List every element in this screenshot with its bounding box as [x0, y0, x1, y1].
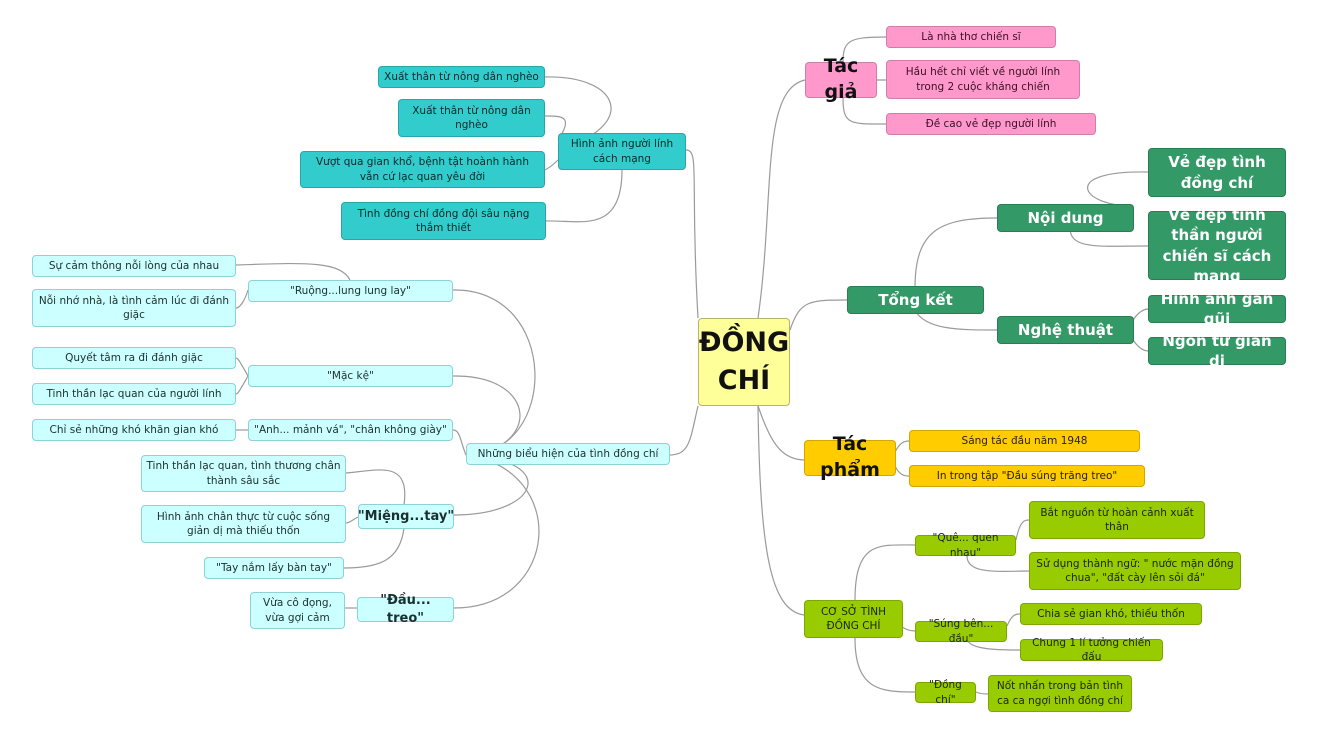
- branch-tac-pham[interactable]: Tác phẩm: [804, 433, 896, 481]
- bieu-hien-anh[interactable]: "Anh... mảnh vá", "chân không giày": [248, 419, 453, 441]
- branch-co-so[interactable]: CƠ SỞ TÌNH ĐỒNG CHÍ: [804, 600, 903, 638]
- branch-tac-gia[interactable]: Tác giả: [805, 55, 877, 103]
- co-so-sung[interactable]: "Súng bên... đầu": [915, 618, 1007, 645]
- tong-ket-noi-dung[interactable]: Nội dung: [997, 204, 1134, 232]
- branch-tong-ket[interactable]: Tổng kết: [847, 286, 984, 314]
- branch-hinh-anh[interactable]: Hình ảnh người lính cách mạng: [558, 133, 686, 170]
- tac-pham-item-1[interactable]: Sáng tác đầu năm 1948: [909, 430, 1140, 452]
- branch-bieu-hien[interactable]: Những biểu hiện của tình đồng chí: [466, 443, 670, 465]
- bieu-hien-dau[interactable]: "Đầu... treo": [357, 593, 454, 626]
- mac-ke-item-2[interactable]: Tinh thần lạc quan của người lính: [32, 383, 236, 405]
- hinh-anh-item-3[interactable]: Vượt qua gian khổ, bệnh tật hoành hành v…: [300, 151, 545, 188]
- tac-gia-item-1[interactable]: Là nhà thơ chiến sĩ: [886, 26, 1056, 48]
- bieu-hien-mac-ke[interactable]: "Mặc kệ": [248, 365, 453, 387]
- hinh-anh-item-4[interactable]: Tình đồng chí đồng đội sâu nặng thắm thi…: [341, 202, 546, 240]
- mieng-item-1[interactable]: Tinh thần lạc quan, tình thương chân thà…: [141, 455, 346, 492]
- mieng-item-3[interactable]: "Tay nắm lấy bàn tay": [204, 557, 344, 579]
- ruong-item-2[interactable]: Nỗi nhớ nhà, là tình cảm lúc đi đánh giặ…: [32, 289, 236, 327]
- que-item-1[interactable]: Bắt nguồn từ hoàn cảnh xuất thân: [1029, 501, 1205, 539]
- tac-gia-item-2[interactable]: Hầu hết chỉ viết về người lính trong 2 c…: [886, 60, 1080, 99]
- mac-ke-item-1[interactable]: Quyết tâm ra đi đánh giặc: [32, 347, 236, 369]
- sung-item-1[interactable]: Chia sẻ gian khó, thiếu thốn: [1020, 603, 1202, 625]
- mieng-item-2[interactable]: Hình ảnh chân thực từ cuộc sống giản dị …: [141, 505, 346, 543]
- noi-dung-item-2[interactable]: Vẻ đẹp tinh thần người chiến sĩ cách mạn…: [1148, 206, 1286, 285]
- noi-dung-item-1[interactable]: Vẻ đẹp tình đồng chí: [1148, 148, 1286, 197]
- center-topic[interactable]: ĐỒNG CHÍ: [698, 318, 790, 406]
- dong-chi-item-1[interactable]: Nốt nhấn trong bản tình ca ca ngợi tình …: [988, 675, 1132, 712]
- nghe-thuat-item-2[interactable]: Ngôn từ giản dị: [1148, 332, 1286, 370]
- hinh-anh-item-1[interactable]: Xuất thân từ nông dân nghèo: [378, 66, 545, 88]
- bieu-hien-mieng[interactable]: "Miệng...tay": [358, 504, 454, 529]
- ruong-item-1[interactable]: Sự cảm thông nỗi lòng của nhau: [32, 255, 236, 277]
- que-item-2[interactable]: Sử dụng thành ngữ: " nước mặn đồng chua"…: [1029, 552, 1241, 590]
- nghe-thuat-item-1[interactable]: Hình ảnh gần gũi: [1148, 290, 1286, 328]
- tong-ket-nghe-thuat[interactable]: Nghệ thuật: [997, 316, 1134, 344]
- tac-gia-item-3[interactable]: Đề cao vẻ đẹp người lính: [886, 113, 1096, 135]
- dau-item-1[interactable]: Vừa cô đọng, vừa gợi cảm: [250, 592, 345, 629]
- bieu-hien-ruong[interactable]: "Ruộng...lung lung lay": [248, 280, 453, 302]
- tac-pham-item-2[interactable]: In trong tập "Đầu súng trăng treo": [909, 465, 1145, 487]
- anh-item-1[interactable]: Chỉ sẻ những khó khăn gian khó: [32, 419, 236, 441]
- hinh-anh-item-2[interactable]: Xuất thân từ nông dân nghèo: [398, 99, 545, 137]
- sung-item-2[interactable]: Chung 1 lí tưởng chiến đấu: [1020, 637, 1163, 663]
- co-so-dong-chi[interactable]: "Đồng chí": [915, 679, 976, 706]
- co-so-que[interactable]: "Quê... quen nhau": [915, 532, 1016, 559]
